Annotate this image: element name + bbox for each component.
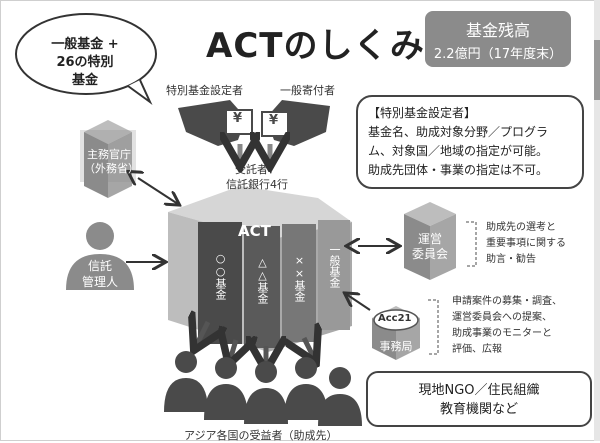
secretariat-note-4: 評価、広報 <box>452 344 502 355</box>
special-donor-yen: ¥ <box>233 111 243 126</box>
ministry-line2: （外務省） <box>84 162 139 175</box>
fund-balance-label: 基金残高 <box>465 21 530 40</box>
committee-line2: 委員会 <box>411 247 448 261</box>
secretariat-icon <box>372 306 420 360</box>
act-fund-2: △△基金 <box>256 256 269 304</box>
secretariat-note-1: 申請案件の募集・調査、 <box>452 296 562 307</box>
secretariat-notes: 申請案件の募集・調査、 運営委員会への提案、 助成事業のモニターと 評価、広報 <box>452 294 562 358</box>
committee-notes: 助成先の選考と 重要事項に関する 助言・勧告 <box>486 220 566 268</box>
fund-balance-value: 2.2億円（17年度末） <box>433 47 563 62</box>
recipients-group-icon <box>164 351 362 426</box>
ngo-line2: 教育機関など <box>439 402 518 417</box>
diagram-title: ACTのしくみ <box>206 26 425 66</box>
secretariat-note-2: 運営委員会への提案、 <box>452 312 552 323</box>
committee-bracket <box>466 221 477 267</box>
info-line-2: 基金名、助成対象分野／プログラ <box>368 125 549 139</box>
ministry-line1: 主務官庁 <box>87 148 131 161</box>
act-fund-3: ××基金 <box>293 254 306 302</box>
general-donor-yen: ¥ <box>269 113 279 128</box>
general-donor-label: 一般寄付者 <box>280 84 335 97</box>
committee-label: 運営 委員会 <box>404 232 456 262</box>
info-line-4: 助成先団体・事業の指定は不可。 <box>368 163 549 177</box>
local-ngo-box: 現地NGO／住民組織 教育機関など <box>366 371 592 427</box>
ngo-line1: 現地NGO／住民組織 <box>418 383 540 398</box>
ministry-label: 主務官庁 （外務省） <box>84 148 139 176</box>
special-donor-info-box: 【特別基金設定者】 基金名、助成対象分野／プログラ ム、対象国／地域の指定が可能… <box>356 95 584 189</box>
trust-manager-person-icon <box>66 222 134 290</box>
arrow-ministry-act <box>138 178 178 204</box>
arrow-act-to-recipients-2 <box>230 340 236 360</box>
trust-manager-line1: 信託 <box>87 259 112 273</box>
recipients-caption: アジア各国の受益者（助成先） <box>184 429 338 442</box>
fund-bubble-line1: 一般基金 + <box>51 37 119 52</box>
trustee-line1: 受託者： <box>235 163 279 176</box>
committee-line1: 運営 <box>417 232 442 246</box>
fund-bubble-line3: 基金 <box>71 73 98 88</box>
fund-bubble <box>15 13 157 106</box>
secretariat-bracket <box>428 299 439 355</box>
act-fund-4: 一般基金 <box>328 244 341 288</box>
fund-bubble-line2: 26の特別 <box>56 55 114 70</box>
secretariat-label: 事務局 <box>379 340 413 353</box>
special-donor-label: 特別基金設定者 <box>166 84 243 97</box>
scrollbar[interactable] <box>594 0 600 441</box>
ministry-building-icon <box>80 120 136 198</box>
info-line-1: 【特別基金設定者】 <box>368 106 477 120</box>
secretariat-logo: Acc21 <box>378 313 412 324</box>
secretariat-note-3: 助成事業のモニターと <box>452 328 552 339</box>
info-line-3: ム、対象国／地域の指定が可能。 <box>368 144 549 158</box>
fund-bubble-text: 一般基金 + 26の特別 基金 <box>20 36 150 90</box>
fund-balance-box: 基金残高 2.2億円（17年度末） <box>425 11 571 67</box>
arrow-act-to-recipients-4 <box>304 338 314 358</box>
committee-note-1: 助成先の選考と <box>486 222 556 233</box>
arrow-secretariat-act <box>346 294 371 311</box>
committee-note-3: 助言・勧告 <box>486 254 536 265</box>
act-cube-label: ACT <box>238 222 271 240</box>
committee-building-icon <box>404 202 456 280</box>
trust-manager-label: 信託 管理人 <box>74 258 126 290</box>
trust-manager-line2: 管理人 <box>81 275 118 289</box>
act-fund-1: ○○基金 <box>214 252 227 300</box>
trustee-line2: 信託銀行4行 <box>226 178 288 191</box>
scrollbar-thumb[interactable] <box>594 40 600 100</box>
arrow-act-to-recipients-1 <box>196 322 208 346</box>
act-cube <box>168 186 352 352</box>
trustee-label: 受託者： 信託銀行4行 <box>226 162 288 192</box>
committee-note-2: 重要事項に関する <box>486 238 566 249</box>
